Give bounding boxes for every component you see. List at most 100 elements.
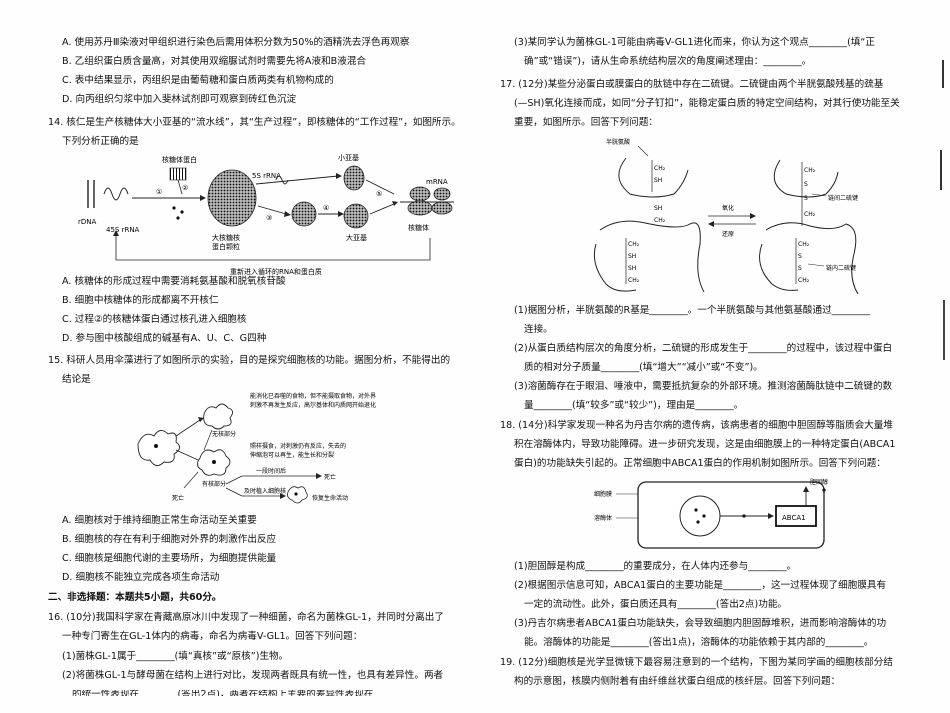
recycle-label: 重新进入循环的RNA和蛋白质: [230, 267, 322, 276]
ribosomal-protein-label: 核糖体蛋白: [162, 155, 197, 164]
q13-option-a: A. 使用苏丹Ⅲ染液对甲组织进行染色后需用体积分数为50%的酒精洗去浮色再观察: [62, 37, 410, 48]
q14-option-a: A. 核糖体的形成过程中需要消耗氨基酸和脱氧核苷酸: [62, 276, 286, 287]
section-2-heading: 二、非选择题：本题共5小题，共60分。: [48, 592, 222, 603]
q18-part3-line2: 能。溶酶体的功能是________(答出1点)，溶酶体的功能依赖于其内部的___…: [524, 637, 874, 648]
with-nucleus-desc-1: 照样摄食，对刺激仍有反应，失去的: [250, 442, 346, 450]
q19-line2: 构的示意图，核膜内侧附着有由纤维丝状蛋白组成的核纤层。回答下列问题：: [514, 676, 841, 687]
q17-stem-line1: 17. (12分)某些分泌蛋白或膜蛋白的肽链中存在二硫键。二硫键由两个半胱氨酸残…: [500, 79, 884, 90]
ch2-label-4: CH₂: [628, 277, 640, 284]
large-rnp-particle-label-1: 大核糖核: [212, 233, 240, 242]
q17-part2-line1: (2)从蛋白质结构层次的角度分析，二硫键的形成发生于________的过程中，该…: [514, 343, 893, 354]
with-nucleus-desc-2: 伸缩泡可以再生，能生长和分裂: [250, 451, 334, 459]
q18-part3-line1: (3)丹吉尔病患者ABCA1蛋白功能缺失，会导致细胞内胆固醇堆积，进而影响溶酶体…: [514, 618, 887, 629]
q16-line2: 一种专门寄生在GL-1体内的病毒，命名为病毒V-GL1。回答下列问题：: [62, 631, 363, 642]
death-label-2: 死亡: [324, 473, 336, 481]
scan-edge-mark: [940, 150, 942, 190]
implant-label: 及时植入细胞核: [244, 487, 286, 495]
oxidize-label: 氧化: [722, 204, 734, 212]
q18-stem-line2: 积在溶酶体内，导致功能障碍。进一步研究发现，这是由细胞膜上的一种特定蛋白(ABC…: [514, 439, 896, 450]
large-subunit-label: 大亚基: [346, 233, 367, 242]
rdna-label: rDNA: [78, 218, 97, 226]
q17-part1-line1: (1)据图分析，半胱氨酸的R基是________。一个半胱氨酸与其他氨基酸通过_…: [514, 305, 871, 316]
abca1-label: ABCA1: [782, 514, 806, 522]
large-rnp-particle-label-2: 蛋白颗粒: [212, 242, 240, 251]
q13-option-d: D. 向丙组织匀浆中加入斐林试剂即可观察到砖红色沉淀: [62, 94, 297, 105]
no-nucleus-desc-1: 能消化已吞噬的食物，但不能摄取食物，对外界: [250, 392, 376, 400]
q16-part2-line1: (2)将菌株GL-1与酵母菌在结构上进行对比，发现两者既具有统一性，也具有差异性…: [62, 670, 444, 681]
45s-rrna-label: 45S rRNA: [106, 226, 140, 234]
mrna-label: mRNA: [426, 178, 448, 186]
q18-stem-line3: 蛋白)的功能缺失引起的。正常细胞中ABCA1蛋白的作用机制如图所示。回答下列问题…: [514, 458, 886, 469]
q17-part1-line2: 连接。: [524, 324, 553, 335]
interchain-bond-label: 链间二硫键: [828, 194, 858, 202]
step-2-label: ②: [182, 184, 188, 192]
step-5-label: ⑤: [376, 190, 382, 198]
q15-option-b: B. 细胞核的存在有利于细胞对外界的刺激作出反应: [62, 534, 277, 545]
q18-part2-line2: 一定的流动性。此外，蛋白质还具有________(答出2点)功能。: [524, 599, 788, 610]
q17-stem-line2: (—SH)氧化连接而成，如同“分子钉扣”，能稳定蛋白质的特定空间结构，对其行使功…: [514, 98, 900, 109]
q17-part3-line2: 量________(填“较多”或“较少”)，理由是________。: [524, 400, 744, 411]
sh-label-1: SH: [654, 177, 662, 184]
membrane-label: 细胞膜: [594, 490, 612, 498]
q17-stem-line3: 重要，如图所示。回答下列问题：: [514, 117, 658, 128]
later-label: 一段时间后: [256, 467, 286, 475]
abca1-cell-figure: 细胞膜 溶酶体 ABCA1 胆固醇: [594, 478, 828, 549]
recover-label: 恢复生命活动: [312, 494, 348, 502]
small-subunit-label: 小亚基: [338, 153, 359, 162]
q17-part3-line1: (3)溶菌酶存在于眼泪、唾液中，需要抵抗复杂的外部环境。推测溶菌酶肽链中二硫键的…: [514, 381, 893, 392]
lysosome-label: 溶酶体: [594, 514, 612, 522]
ch2-label-3: CH₂: [628, 241, 640, 248]
q18-stem-line1: 18. (14分)科学家发现一种名为丹吉尔病的遗传病，该病患者的细胞中胆固醇等脂…: [500, 420, 893, 431]
intrachain-bond-label: 链内二硫键: [826, 264, 856, 272]
ch2-label-1: CH₂: [654, 165, 666, 172]
disulfide-bond-figure: 半胱氨酸 CH₂ SH SH CH₂ CH₂ SH SH CH₂ 氧化 还原: [593, 138, 859, 295]
q14-option-d: D. 参与图中核酸组成的碱基有A、U、C、G四种: [62, 333, 267, 344]
5s-rrna-label: 5S rRNA: [252, 172, 281, 180]
scan-edge-mark: [942, 60, 944, 88]
step-3-label: ③: [266, 214, 272, 222]
q16-part3-line1: (3)某同学认为菌株GL-1可能由病毒V-GL1进化而来，你认为这个观点____…: [514, 37, 875, 48]
q14-option-c: C. 过程②的核糖体蛋白通过核孔进入细胞核: [62, 314, 247, 325]
ch2-label-2: CH₂: [654, 217, 666, 224]
q15-option-a: A. 细胞核对于维持细胞正常生命活动至关重要: [62, 515, 257, 526]
q16-line1: 16. (10分)我国科学家在青藏高原冰川中发现了一种细菌，命名为菌株GL-1，…: [48, 612, 444, 623]
s-label-4: S: [798, 265, 802, 272]
no-nucleus-label: 无核部分: [212, 430, 236, 438]
q16-part1: (1)菌株GL-1属于________(填“真核”或“原核”)生物。: [62, 651, 289, 662]
s-label-3: S: [798, 253, 802, 260]
q14-option-b: B. 细胞中核糖体的形成都离不开核仁: [62, 295, 219, 306]
q15-stem-line1: 15. 科研人员用伞藻进行了如图所示的实验，目的是探究细胞核的功能。据图分析，不…: [48, 355, 451, 366]
with-nucleus-label: 有核部分: [202, 480, 226, 488]
reduce-label: 还原: [722, 231, 734, 238]
ch2-label-6: CH₂: [804, 211, 816, 218]
step-1-label: ①: [156, 188, 162, 196]
ch2-label-8: CH₂: [798, 277, 810, 284]
q18-part2-line1: (2)根据图示信息可知，ABCA1蛋白的主要功能是________，这一过程体现…: [514, 580, 887, 591]
cholesterol-label: 胆固醇: [810, 478, 828, 486]
sh-label-2: SH: [654, 205, 662, 212]
s-label-2: S: [804, 195, 808, 202]
cysteine-label: 半胱氨酸: [606, 138, 630, 146]
q19-line1: 19. (12分)细胞核是光学显微镜下最容易注意到的一个结构，下图为某同学画的细…: [500, 657, 893, 668]
scan-edge-mark: [943, 300, 945, 360]
step-4-label: ④: [323, 204, 329, 212]
ribosome-label: 核糖体: [408, 223, 429, 232]
s-label-1: S: [804, 181, 808, 188]
q15-option-c: C. 细胞核是细胞代谢的主要场所，为细胞提供能量: [62, 553, 277, 564]
q14-stem-line1: 14. 核仁是生产核糖体大小亚基的“流水线”，其“生产过程”，即核糖体的“工作过…: [48, 117, 461, 128]
q16-part3-line2: 确”或“错误”)，请从生命系统结构层次的角度阐述理由：________。: [524, 56, 812, 67]
ch2-label-5: CH₂: [804, 167, 816, 174]
q13-option-c: C. 表中结果显示，丙组织是由葡萄糖和蛋白质两类有机物构成的: [62, 75, 334, 86]
ribosome-assembly-figure: rDNA 45S rRNA ① 核糖体蛋白 ②: [78, 153, 454, 276]
sh-label-3: SH: [628, 253, 636, 260]
death-label-1: 死亡: [172, 494, 184, 502]
q13-option-b: B. 乙组织蛋白质含量高，对其使用双缩脲试剂时需要先将A液和B液混合: [62, 56, 367, 67]
q17-part2-line2: 质的相对分子质量________(填“增大”“减小”或“不变”)。: [524, 362, 763, 373]
q15-option-d: D. 细胞核不能独立完成各项生命活动: [62, 572, 220, 583]
q18-part1: (1)胆固醇是构成________的重要成分，在人体内还参与________。: [514, 561, 797, 572]
ch2-label-7: CH₂: [798, 241, 810, 248]
q16-part2-line2: 的统一性表现在________(答出2点)，两者在结构上主要的差异性表现在: [72, 690, 374, 696]
amoeba-experiment-figure: 无核部分 能消化已吞噬的食物，但不能摄取食物，对外界 刺激不再发生反应，高尔基体…: [137, 392, 376, 504]
q14-stem-line2: 下列分析正确的是: [62, 136, 139, 147]
